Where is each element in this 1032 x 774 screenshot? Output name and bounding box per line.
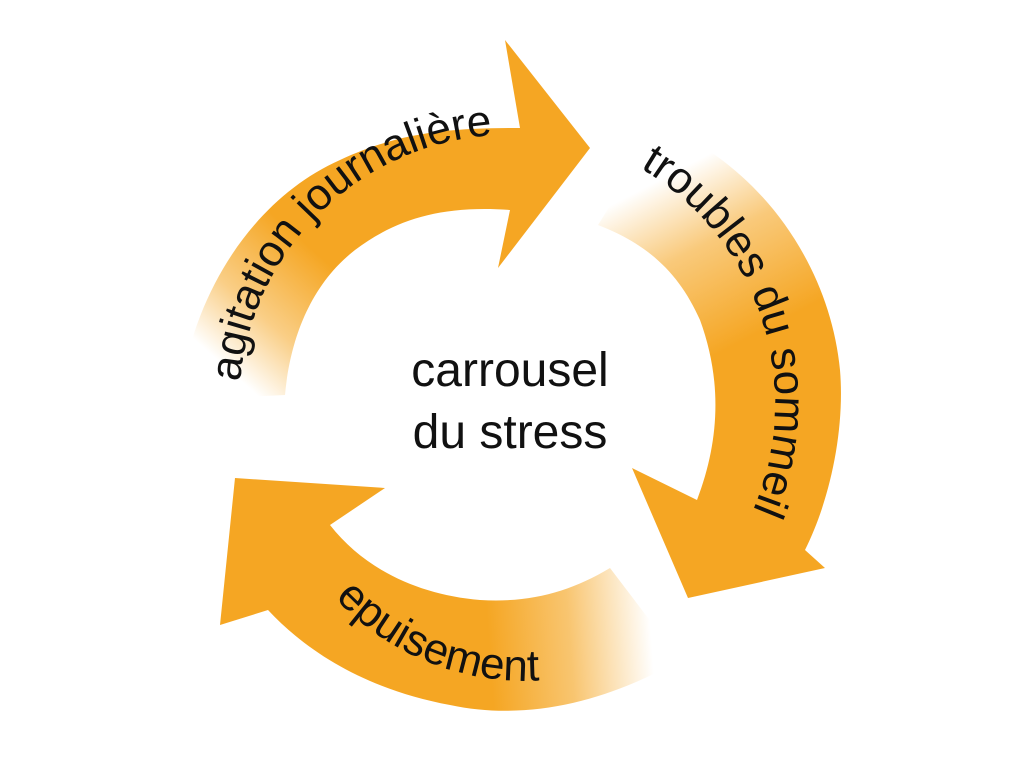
center-title: carrousel du stress xyxy=(320,340,700,464)
arrow-epuisement xyxy=(220,478,680,711)
center-title-line2: du stress xyxy=(412,406,608,459)
arrow-agitation xyxy=(180,40,590,400)
arrow-sommeil xyxy=(598,125,841,598)
center-title-line1: carrousel xyxy=(411,344,609,397)
